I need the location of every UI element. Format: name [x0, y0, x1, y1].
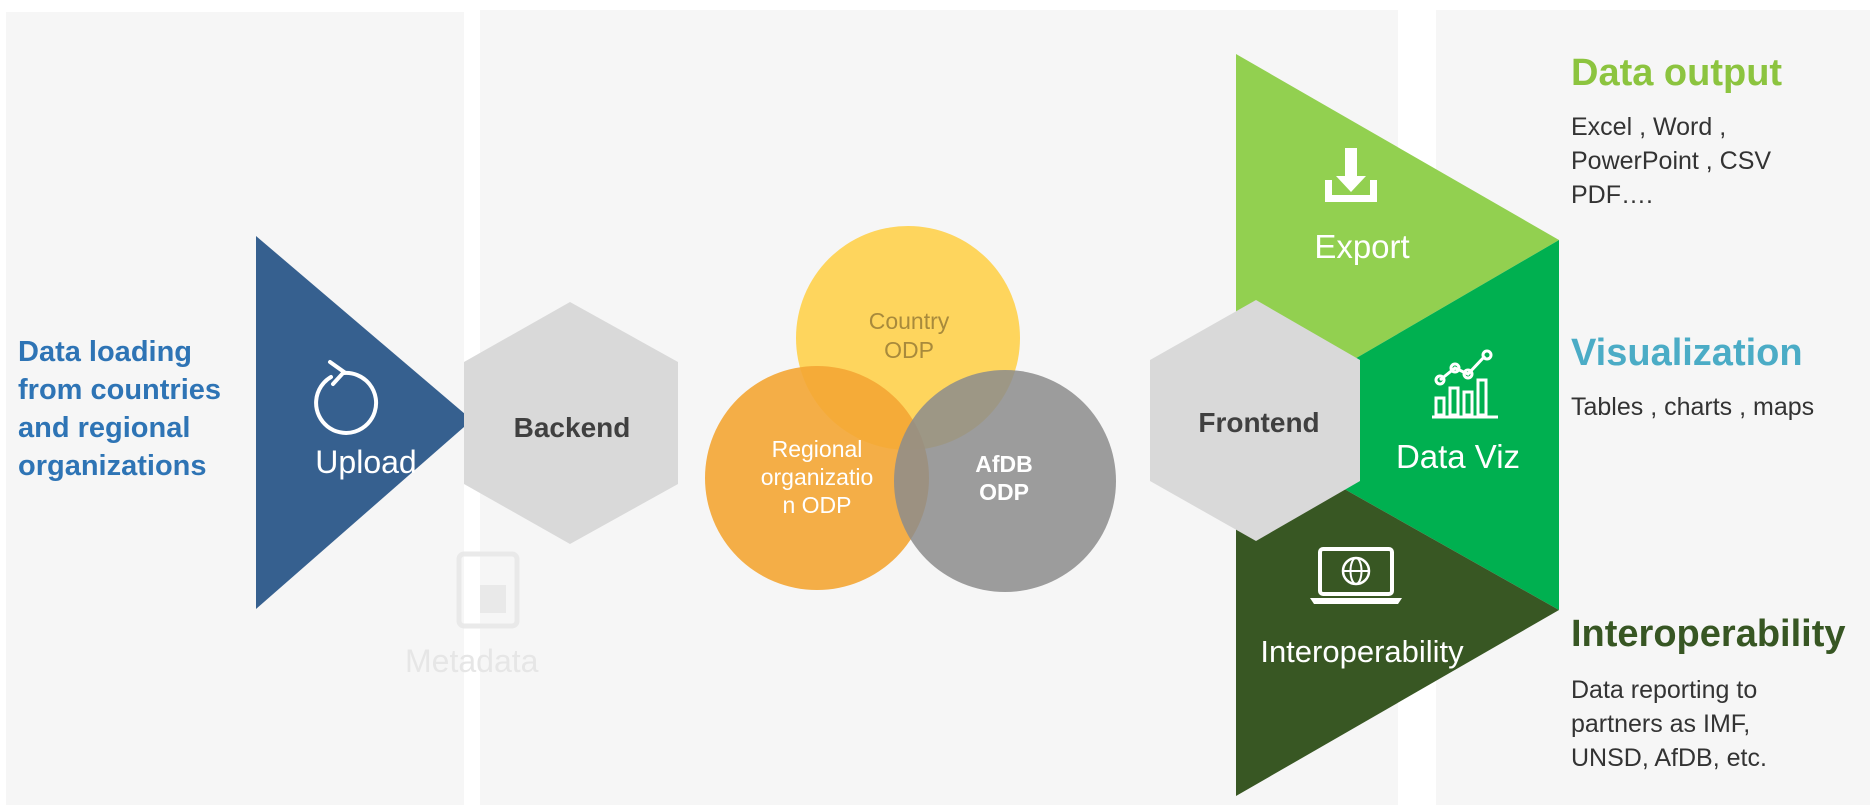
chart-icon [1432, 349, 1498, 419]
refresh-icon [314, 360, 379, 435]
export-segment [1236, 54, 1559, 428]
interoperability-label: Interoperability [1260, 634, 1464, 669]
interoperability-segment [1236, 428, 1559, 796]
regional-odp-line2: organizatio [761, 464, 874, 490]
upload-label: Upload [315, 444, 416, 480]
data-output-title: Data output [1571, 52, 1783, 94]
export-label: Export [1314, 228, 1409, 265]
visualization-title: Visualization [1571, 332, 1803, 374]
visualization-description: Tables , charts , maps [1571, 390, 1861, 424]
afdb-odp-line1: AfDB [975, 451, 1033, 477]
dataviz-segment [1236, 240, 1559, 610]
frontend-hexagon [1150, 300, 1360, 541]
interoperability-title: Interoperability [1571, 613, 1846, 655]
data-output-description: Excel , Word , PowerPoint , CSV PDF…. [1571, 110, 1861, 212]
interoperability-line: Data reporting to [1571, 676, 1758, 704]
regional-odp-line3: n ODP [782, 492, 851, 518]
backend-hexagon [464, 302, 678, 544]
frontend-label: Frontend [1198, 407, 1319, 438]
backend-label: Backend [514, 412, 631, 443]
download-icon [1325, 148, 1377, 202]
dataviz-label: Data Viz [1396, 438, 1520, 475]
data-output-line: PowerPoint , CSV [1571, 147, 1772, 175]
country-odp-line2: ODP [884, 337, 934, 363]
regional-odp-line1: Regional [772, 436, 863, 462]
document-icon [456, 551, 520, 629]
regional-odp-circle [705, 366, 929, 590]
data-output-line: Excel , Word , [1571, 113, 1727, 141]
interoperability-line: UNSD, AfDB, etc. [1571, 744, 1767, 772]
interoperability-line: partners as IMF, [1571, 710, 1751, 738]
interoperability-description: Data reporting to partners as IMF, UNSD,… [1571, 673, 1861, 775]
afdb-odp-circle [894, 370, 1116, 592]
laptop-globe-icon [1310, 547, 1402, 604]
upload-triangle [256, 236, 472, 609]
afdb-odp-line2: ODP [979, 479, 1029, 505]
metadata-ghost-label: Metadata [405, 643, 539, 679]
country-odp-line1: Country [869, 308, 950, 334]
data-output-line: PDF…. [1571, 181, 1653, 209]
visualization-line: Tables , charts , maps [1571, 393, 1815, 421]
data-loading-caption: Data loading from countries and regional… [18, 336, 222, 482]
